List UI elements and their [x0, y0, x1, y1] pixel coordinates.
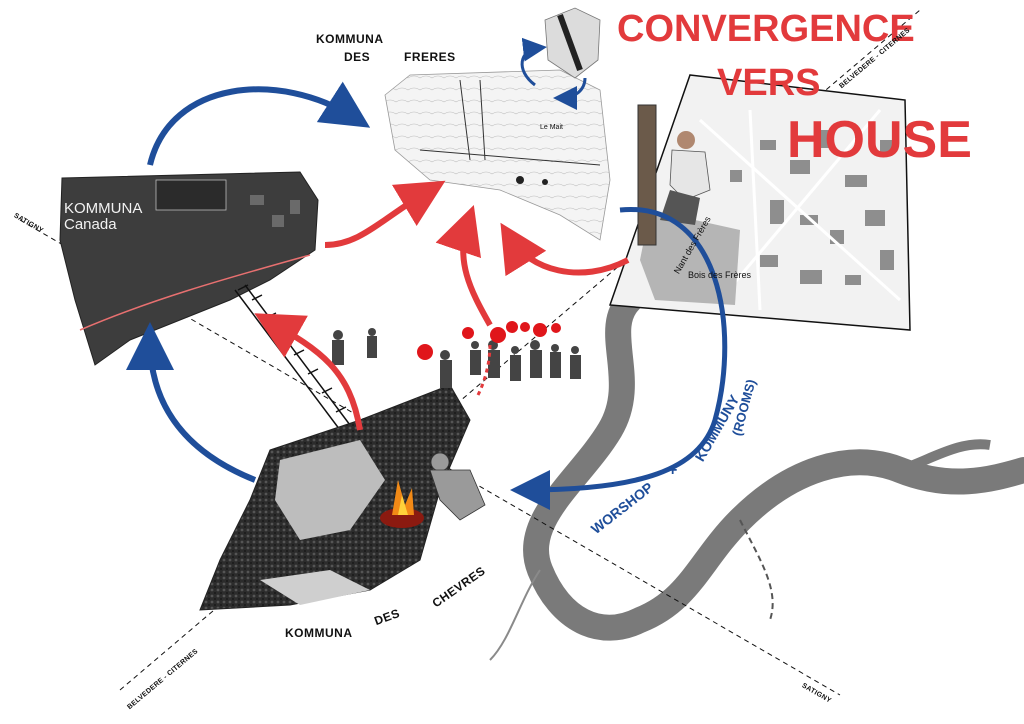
red-arrow-bridge: [254, 313, 363, 431]
city-roads: [698, 109, 902, 311]
label-freres-1: KOMMUNA: [316, 32, 384, 46]
label-chevres-1: KOMMUNA: [285, 626, 353, 640]
blue-arrow-chevres-to-canada: [126, 322, 257, 483]
freres-map-details: [419, 79, 601, 166]
red-arrow-canada-to-center: [324, 180, 446, 248]
label-canada-1: KOMMUNA: [64, 200, 143, 217]
blue-arrow-thumb-out: [520, 37, 547, 87]
balloons: [417, 321, 561, 360]
red-arrow-hikers-to-center: [435, 204, 493, 327]
river-branch: [489, 569, 541, 661]
label-le-mait: Le Mait: [540, 124, 563, 131]
title-line-3: HOUSE: [787, 111, 972, 169]
river-branch: [898, 439, 991, 475]
person-crouching: [429, 452, 486, 521]
blue-arrow-canada-to-freres: [147, 81, 371, 166]
blue-arrow-house-to-chevres: [510, 207, 728, 510]
label-canada-2: Canada: [64, 216, 117, 233]
river-branch: [739, 519, 774, 621]
freres-map: [384, 69, 611, 241]
hikers-group: [332, 328, 581, 388]
canada-map-road: [79, 254, 311, 331]
label-freres-3: FRERES: [404, 50, 456, 64]
canada-map: [59, 171, 319, 366]
label-freres-2: DES: [344, 50, 371, 64]
top-thumbnail-detail: [557, 13, 583, 72]
freres-map-point: [542, 179, 548, 185]
campfire: [380, 480, 424, 528]
river-text-plus: +: [668, 462, 678, 479]
chevres-clearing: [260, 570, 370, 605]
title-line-1: CONVERGENCE: [617, 8, 915, 50]
label-bois-des-freres: Bois des Frères: [688, 270, 752, 280]
blue-arrow-thumb-in: [553, 77, 587, 110]
canada-map-legend: [155, 179, 227, 211]
canada-map-buildings: [250, 195, 300, 227]
chevres-clearing: [275, 440, 385, 540]
red-arrow-house-to-center: [500, 222, 630, 277]
title-line-2: VERS: [717, 62, 821, 104]
freres-map-point: [516, 176, 524, 184]
river: [523, 287, 1024, 641]
red-dashed-link: [476, 344, 492, 396]
